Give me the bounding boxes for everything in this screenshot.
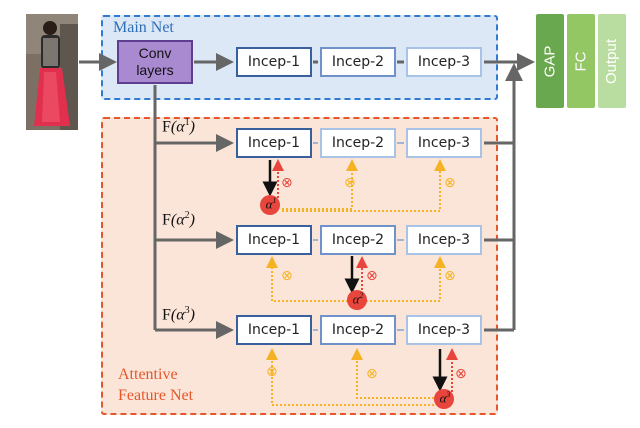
- alpha1-node: [260, 195, 280, 215]
- attentive-feature-net-region: [101, 117, 498, 415]
- attentive-net-label-line1: Attentive: [118, 366, 178, 383]
- fc-block: FC: [567, 14, 595, 108]
- multiply-icon: ⊗: [444, 174, 456, 190]
- conv-label-line1: Conv: [138, 45, 172, 61]
- row3-incep-2: Incep-2: [320, 315, 396, 345]
- multiply-icon: ⊗: [366, 267, 378, 283]
- multiply-icon: ⊗: [281, 267, 293, 283]
- yellow-dotted-3a: [266, 348, 434, 406]
- row2-incep-1: Incep-1: [236, 225, 312, 255]
- row2-incep-3: Incep-3: [406, 225, 482, 255]
- alpha2-text: α2: [352, 291, 364, 307]
- yellow-dotted-3b: [351, 348, 434, 399]
- attentive-net-label-line2: Feature Net: [118, 387, 194, 404]
- main-net-label: Main Net: [113, 19, 174, 36]
- yellow-dotted-2a: [266, 256, 348, 302]
- row1-incep-3: Incep-3: [406, 128, 482, 158]
- multiply-icon: ⊗: [366, 365, 378, 381]
- main-incep-3: Incep-3: [406, 47, 482, 77]
- branch-label-2: F(α2): [162, 210, 195, 229]
- alpha1-text: α1: [265, 196, 277, 212]
- conv-label-line2: layers: [136, 62, 174, 78]
- main-incep-1: Incep-1: [236, 47, 312, 77]
- row1-incep-2: Incep-2: [320, 128, 396, 158]
- alpha3-text: α3: [439, 390, 451, 406]
- yellow-dotted-2b: [366, 256, 446, 302]
- yellow-dotted-1a: [282, 159, 358, 210]
- multiply-icon: ⊗: [344, 174, 356, 190]
- row3-incep-3: Incep-3: [406, 315, 482, 345]
- alpha3-node: [434, 389, 454, 409]
- conv-layers-block: Conv layers: [117, 40, 193, 84]
- multiply-icon: ⊗: [266, 363, 278, 379]
- alpha2-node: [347, 290, 367, 310]
- multiply-icon: ⊗: [455, 365, 467, 381]
- gap-block: GAP: [536, 14, 564, 108]
- row3-incep-1: Incep-1: [236, 315, 312, 345]
- branch-label-1: F(α1): [162, 117, 195, 136]
- output-block: Output: [598, 14, 626, 108]
- main-incep-2: Incep-2: [320, 47, 396, 77]
- row2-incep-2: Incep-2: [320, 225, 396, 255]
- input-person-image: [26, 14, 78, 130]
- yellow-dotted-1b: [282, 159, 446, 212]
- multiply-icon: ⊗: [444, 267, 456, 283]
- multiply-icon: ⊗: [281, 174, 293, 190]
- branch-label-3: F(α3): [162, 305, 195, 324]
- row1-incep-1: Incep-1: [236, 128, 312, 158]
